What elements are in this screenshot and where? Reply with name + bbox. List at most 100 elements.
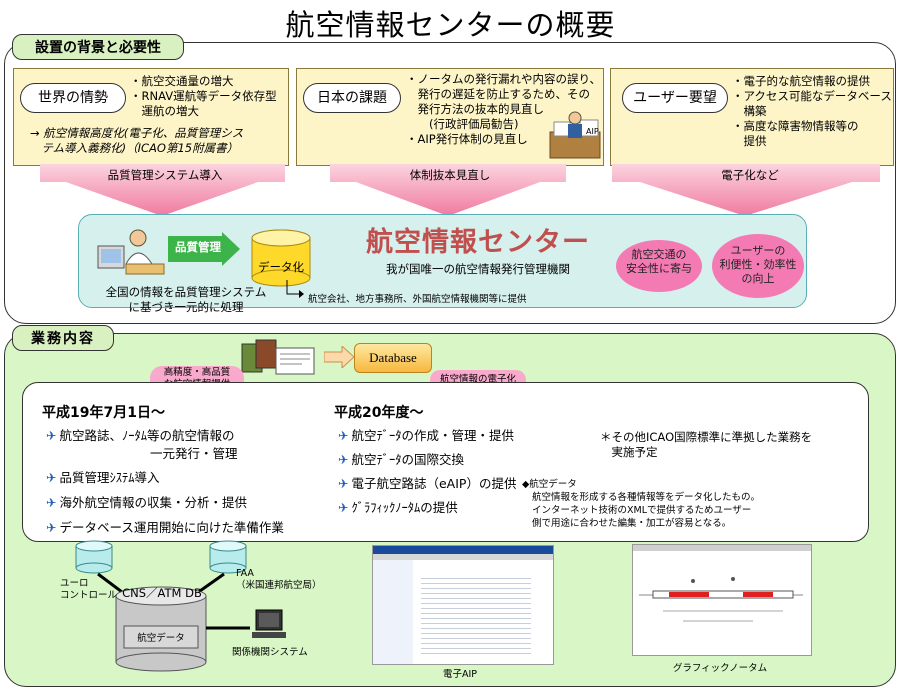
text-line: 高精度・高品質 xyxy=(163,367,231,378)
text-line: コントロール xyxy=(60,590,118,601)
col1-heading: 平成19年7月1日～ xyxy=(42,405,165,421)
content-lines xyxy=(421,574,531,654)
item-text: 品質管理ｼｽﾃﾑ導入 xyxy=(59,470,160,485)
eaip-caption: 電子AIP xyxy=(442,669,478,680)
item-text: 航空路誌、ﾉｰﾀﾑ等の航空情報の xyxy=(59,428,235,443)
text-line: ユーザーの xyxy=(730,244,786,257)
text-line: に基づき一元的に処理 xyxy=(128,300,244,314)
toolbar xyxy=(633,545,811,551)
col2-item-2: ✈航空ﾃﾞｰﾀの国際交換 xyxy=(338,452,464,468)
text-line: 利便性・効率性 xyxy=(719,258,797,271)
airplane-icon: ✈ xyxy=(338,428,349,443)
text-line: (行政評価局勧告) xyxy=(406,117,519,131)
text-line: → 航空情報高度化(電子化、品質管理シス xyxy=(30,126,244,140)
to-database-arrow xyxy=(324,346,354,368)
graphic-notam-screenshot xyxy=(632,544,812,656)
arrow-label-quality: 品質管理システム導入 xyxy=(107,168,223,182)
background-section-label: 設置の背景と必要性 xyxy=(12,34,184,60)
text-line: ユーロ xyxy=(60,578,89,589)
col2-item-1: ✈航空ﾃﾞｰﾀの作成・管理・提供 xyxy=(338,428,514,444)
quality-arrow xyxy=(168,232,240,266)
arrow-label-restructure: 体制抜本見直し xyxy=(409,168,491,182)
aviation-data-label: 航空データ xyxy=(137,633,185,644)
toolbar xyxy=(373,554,553,560)
text-line: 実施予定 xyxy=(600,445,658,459)
text-line: ・AIP発行体制の見直し xyxy=(406,132,528,146)
col1-item-4: ✈データベース運用開始に向けた準備作業 xyxy=(46,520,284,536)
airplane-icon: ✈ xyxy=(338,476,349,491)
text-line: 航空情報を形成する各種情報等をデータ化したもの。 xyxy=(532,492,761,503)
col2-item-4: ✈ｸﾞﾗﾌｨｯｸﾉｰﾀﾑの提供 xyxy=(338,500,458,516)
text-line: の向上 xyxy=(741,272,775,285)
text-line: FAA xyxy=(236,568,254,579)
operator-illustration xyxy=(97,229,165,275)
data-cylinder-label: データ化 xyxy=(258,260,304,274)
col1-item-3: ✈海外航空情報の収集・分析・提供 xyxy=(46,495,247,511)
col2-item-3: ✈電子航空路誌（eAIP）の提供 xyxy=(338,476,516,492)
text-line: インターネット技術のXMLで提供するためユーザー xyxy=(532,505,752,516)
text-line: ＊その他ICAO国際標準に準拠した業務を xyxy=(600,430,813,444)
cns-atm-db-label: CNS／ATM DB xyxy=(122,586,202,600)
notam-map xyxy=(639,577,803,622)
business-panel xyxy=(22,382,869,542)
documents-icon xyxy=(241,339,315,375)
col2-heading: 平成20年度～ xyxy=(334,405,424,421)
user-requests-pill: ユーザー要望 xyxy=(622,83,728,113)
computer-icon xyxy=(252,609,286,638)
text-line: テム導入義務化)（ICAO第15附属書） xyxy=(30,141,239,155)
quality-arrow-label: 品質管理 xyxy=(175,240,221,254)
item-text: 航空ﾃﾞｰﾀの作成・管理・提供 xyxy=(351,428,514,443)
japan-issues-lines: ・ノータムの発行漏れや内容の誤り、 発行の遅延を防止するため、その 発行方法の抜… xyxy=(406,72,606,147)
col1-item-1-cont: 一元発行・管理 xyxy=(150,446,238,461)
item-text: 電子航空路誌（eAIP）の提供 xyxy=(351,476,517,491)
text-line: 構築 xyxy=(732,104,767,118)
airplane-icon: ✈ xyxy=(46,495,57,510)
euro-control-label: ユーロ コントロール xyxy=(60,578,120,602)
text-line: ・アクセス可能なデータベース xyxy=(732,89,892,103)
world-situation-note: → 航空情報高度化(電子化、品質管理シス テム導入義務化)（ICAO第15附属書… xyxy=(30,126,286,156)
text-line: （米国連邦航空局） xyxy=(236,580,322,591)
center-name: 航空情報センター xyxy=(366,227,590,258)
text-line: ・ノータムの発行漏れや内容の誤り、 xyxy=(406,72,602,86)
faa-db-icon xyxy=(209,540,247,574)
down-arrow-3 xyxy=(612,164,880,216)
down-arrow-2 xyxy=(330,164,566,216)
item-text: ｸﾞﾗﾌｨｯｸﾉｰﾀﾑの提供 xyxy=(351,500,458,515)
safety-oval: 航空交通の 安全性に寄与 xyxy=(616,240,702,292)
airplane-icon: ✈ xyxy=(46,470,57,485)
world-situation-pill: 世界の情勢 xyxy=(20,83,126,113)
aviation-data-note: ◆航空データ 航空情報を形成する各種情報等をデータ化したもの。 インターネット技… xyxy=(522,478,822,530)
titlebar xyxy=(373,546,553,554)
user-requests-lines: ・電子的な航空情報の提供 ・アクセス可能なデータベース 構築 ・高度な障害物情報… xyxy=(732,74,892,149)
text-line: 安全性に寄与 xyxy=(626,262,692,275)
aip-label: AIP xyxy=(586,127,599,136)
airplane-icon: ✈ xyxy=(46,428,57,443)
item-text: 航空ﾃﾞｰﾀの国際交換 xyxy=(351,452,464,467)
cns-atm-db-icon xyxy=(115,586,207,672)
business-section-label: 業務内容 xyxy=(12,325,114,351)
text-line: ・航空交通量の増大 xyxy=(130,74,234,88)
col3-text: ＊その他ICAO国際標準に準拠した業務を 実施予定 xyxy=(600,430,860,460)
eaip-screenshot xyxy=(372,545,554,665)
text-line: 提供 xyxy=(732,134,767,148)
airplane-icon: ✈ xyxy=(46,520,57,535)
sidebar xyxy=(373,560,413,664)
down-arrow-1 xyxy=(40,164,285,216)
network-diagram xyxy=(75,540,286,672)
text-line: 側で用途に合わせた編集・加工が容易となる。 xyxy=(532,518,732,529)
data-cylinder-icon xyxy=(251,229,311,287)
world-situation-lines: ・航空交通量の増大 ・RNAV運航等データ依存型 運航の増大 xyxy=(130,74,288,119)
page-title: 航空情報センターの概要 xyxy=(285,8,616,42)
col1-item-1: ✈航空路誌、ﾉｰﾀﾑ等の航空情報の xyxy=(46,428,235,444)
database-label: Database xyxy=(354,343,432,373)
japan-issues-pill: 日本の課題 xyxy=(303,83,401,113)
convenience-oval: ユーザーの 利便性・効率性 の向上 xyxy=(712,234,804,298)
text-line: 全国の情報を品質管理システム xyxy=(105,285,267,299)
graphic-notam-caption: グラフィックノータム xyxy=(672,663,768,674)
item-text: データベース運用開始に向けた準備作業 xyxy=(59,520,284,535)
text-line: 航空交通の xyxy=(631,248,687,261)
col1-item-2: ✈品質管理ｼｽﾃﾑ導入 xyxy=(46,470,160,486)
text-line: ・高度な障害物情報等の xyxy=(732,119,859,133)
center-left-text: 全国の情報を品質管理システム に基づき一元的に処理 xyxy=(86,285,286,315)
euro-control-db-icon xyxy=(75,540,113,574)
